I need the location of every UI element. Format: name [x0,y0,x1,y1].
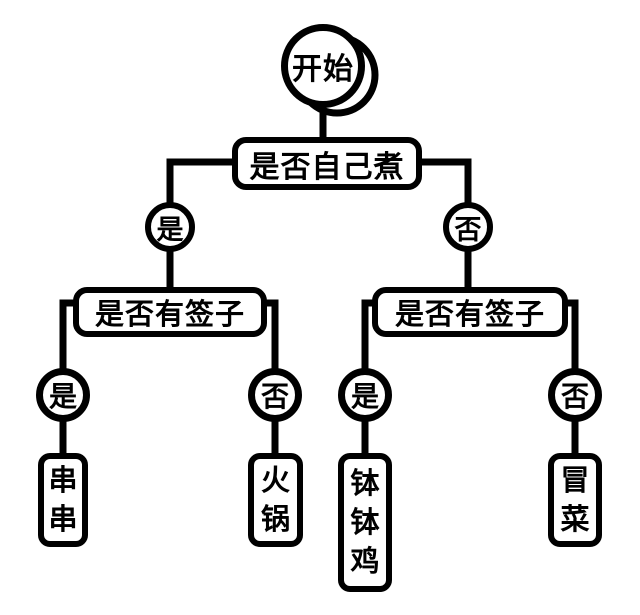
decision-right-yes-label: 是 [350,380,379,413]
result-hotpot: 火锅 [248,453,303,547]
connector-root-to-yes [166,158,240,210]
decision-right-no: 否 [548,368,602,422]
decision-left-no-label: 否 [260,380,289,413]
decision-cook-yes: 是 [145,202,195,252]
result-chuanchuan: 串串 [38,453,88,547]
question-skewers-right-label: 是否有签子 [394,297,545,331]
question-cook-self-label: 是否自己煮 [249,149,405,185]
result-chuanchuan-label: 串串 [48,463,78,536]
question-skewers-right: 是否有签子 [372,287,568,337]
start-label: 开始 [292,52,354,87]
result-maocai-label: 冒菜 [560,463,590,536]
question-skewers-left: 是否有签子 [73,287,267,337]
decision-left-no: 否 [248,368,302,422]
question-skewers-left-label: 是否有签子 [94,297,245,331]
decision-right-no-label: 否 [560,380,589,413]
decision-cook-no-label: 否 [454,214,482,246]
decision-cook-yes-label: 是 [156,214,184,246]
decision-right-yes: 是 [338,368,392,422]
decision-left-yes: 是 [36,368,90,422]
decision-left-yes-label: 是 [48,380,77,413]
result-bobo-chicken-label: 钵钵鸡 [350,466,380,578]
result-hotpot-label: 火锅 [261,463,291,536]
result-maocai: 冒菜 [548,453,602,547]
start-node: 开始 [281,24,365,108]
decision-cook-no: 否 [443,202,493,252]
question-cook-self: 是否自己煮 [232,137,422,190]
result-bobo-chicken: 钵钵鸡 [338,453,392,592]
connector-root-to-no [414,158,472,210]
